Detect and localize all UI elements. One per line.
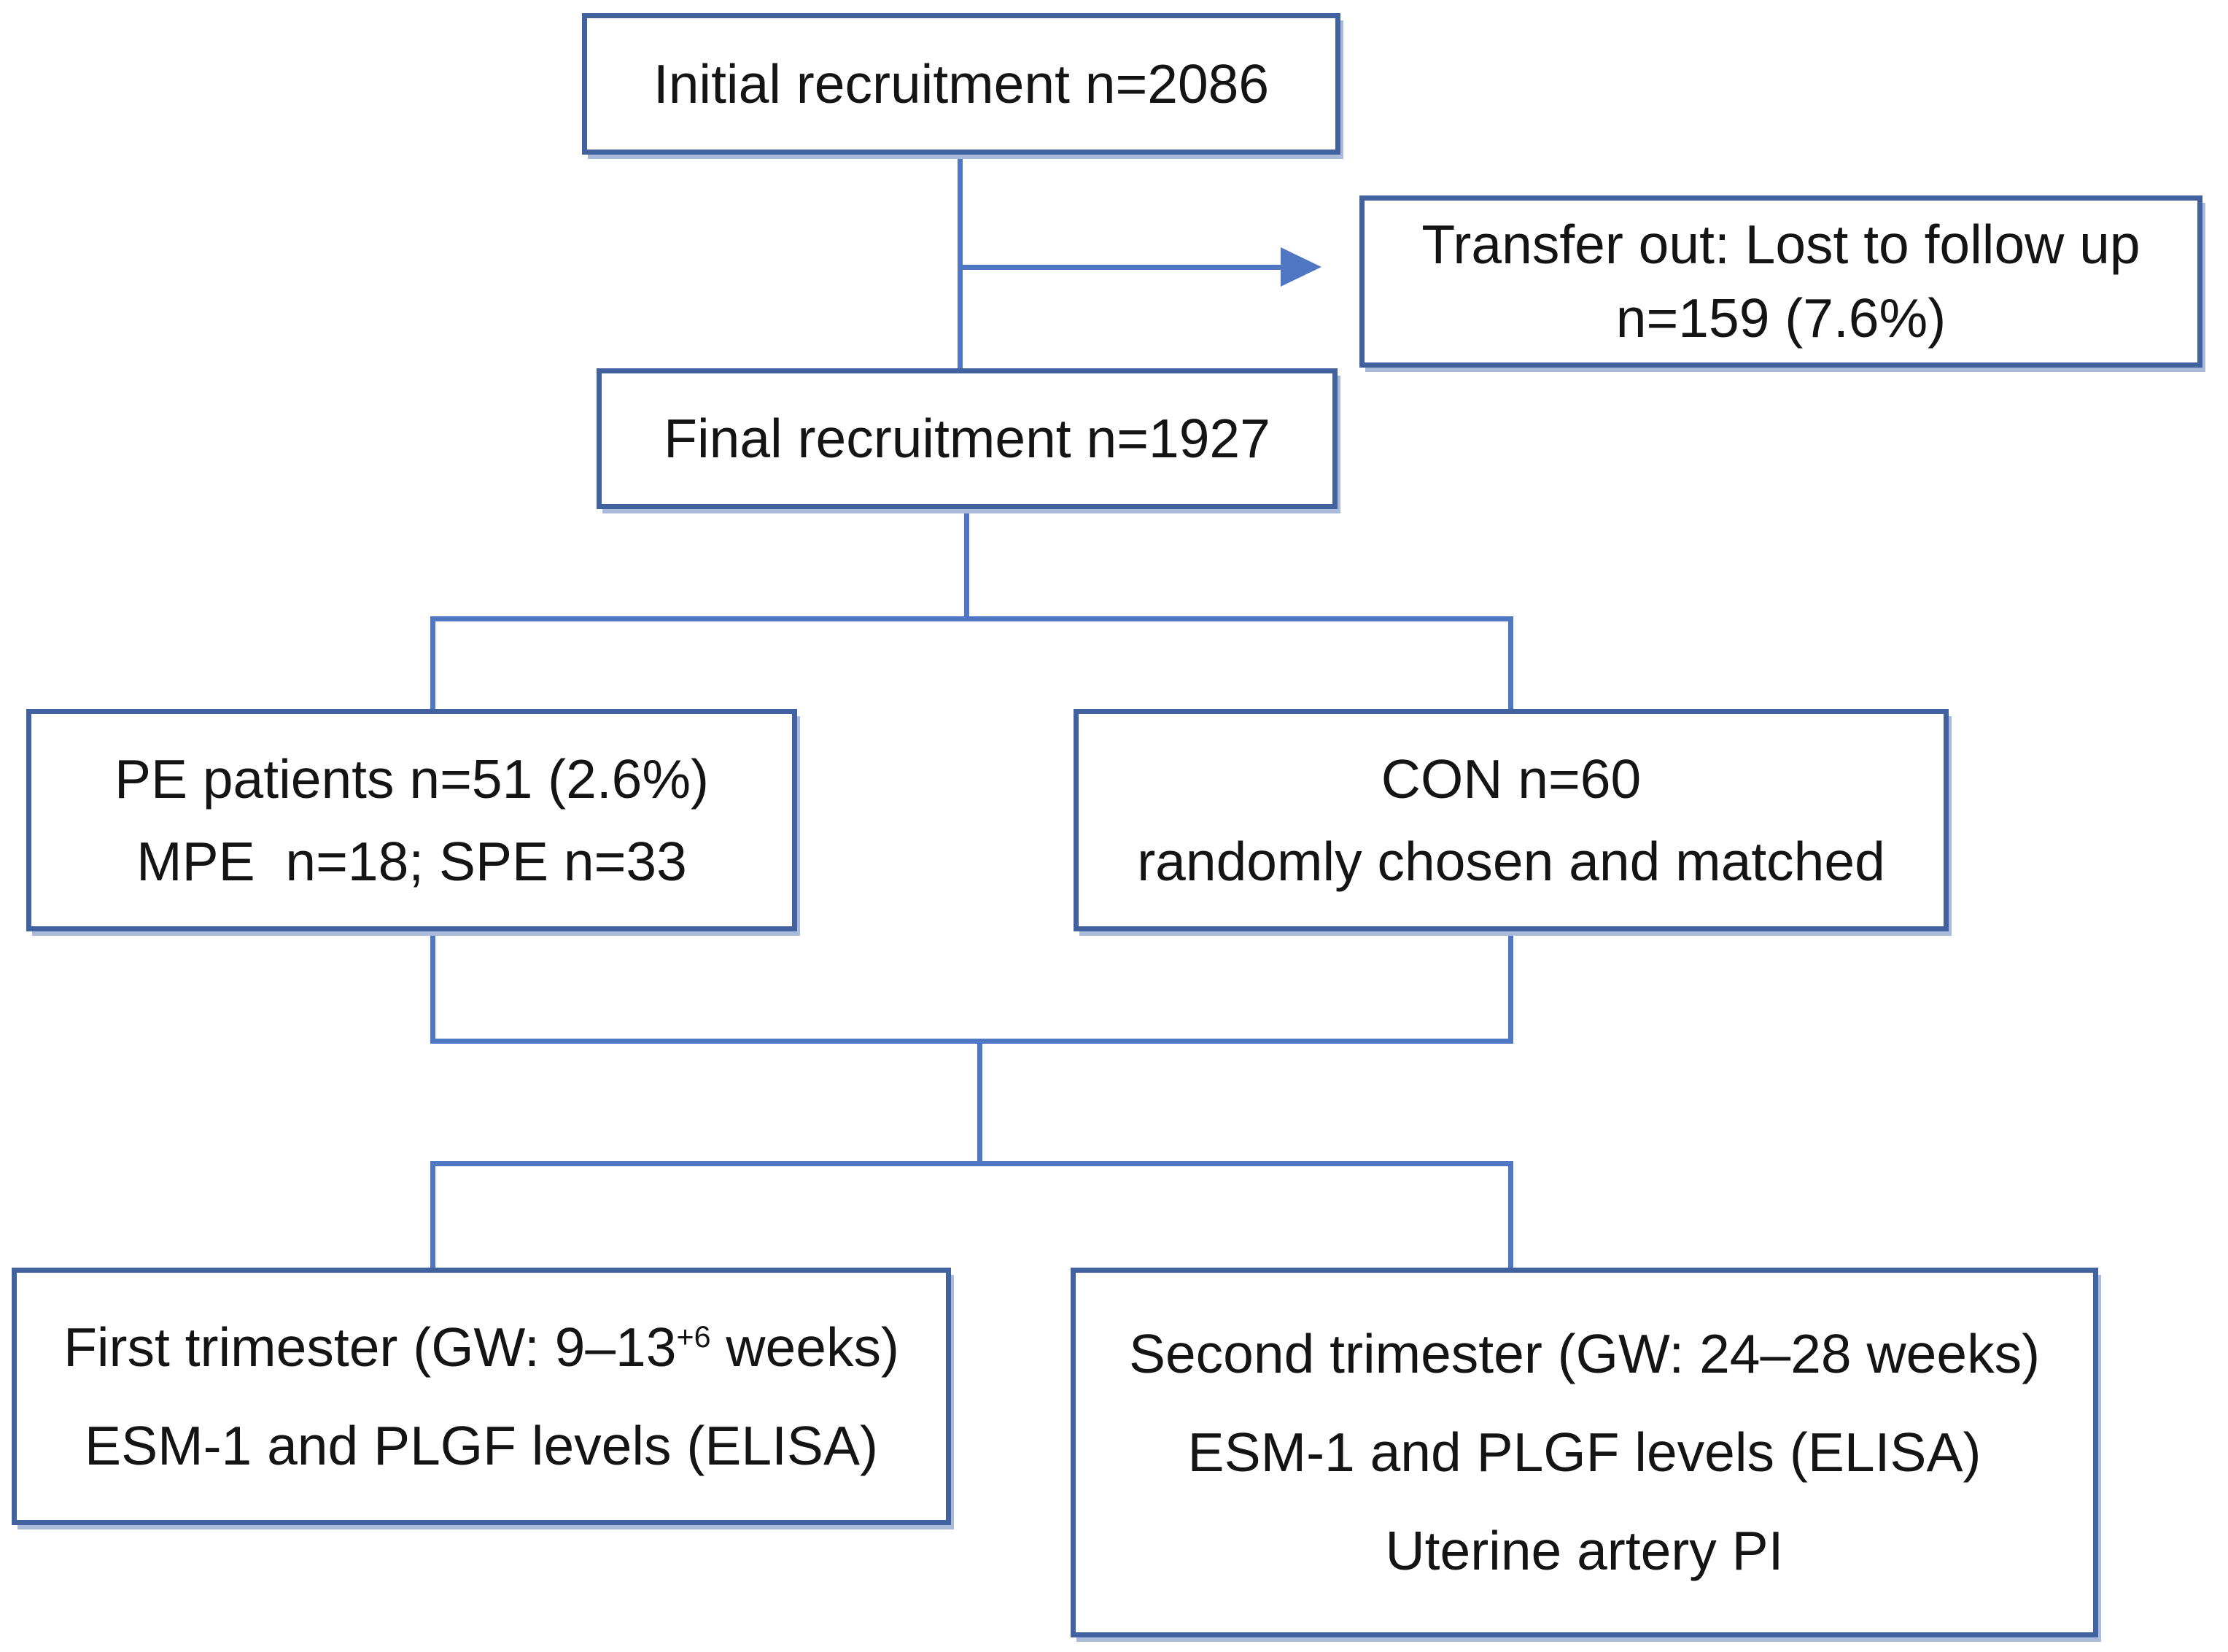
merge-line-groups xyxy=(430,1039,1513,1044)
arrow-to-transfer-head-icon xyxy=(1281,247,1321,287)
control-group-text-line1: CON n=60 xyxy=(1381,748,1642,810)
transfer-out-text-line1: Transfer out: Lost to follow up xyxy=(1421,213,2140,275)
connector-merge-to-split xyxy=(977,1039,982,1164)
node-pe-patients: PE patients n=51 (2.6%) MPE n=18; SPE n=… xyxy=(26,709,797,931)
first-trimester-gw-suffix: weeks) xyxy=(710,1316,899,1378)
first-trimester-text-line2: ESM-1 and PLGF levels (ELISA) xyxy=(85,1414,878,1476)
connector-con-to-merge xyxy=(1508,929,1513,1041)
transfer-out-text-line2: n=159 (7.6%) xyxy=(1615,287,1946,349)
first-trimester-gw-superscript: +6 xyxy=(676,1319,711,1354)
node-second-trimester: Second trimester (GW: 24–28 weeks) ESM-1… xyxy=(1071,1268,2098,1637)
connector-pe-to-merge xyxy=(430,929,435,1041)
node-initial-recruitment: Initial recruitment n=2086 xyxy=(582,13,1340,155)
arrow-to-transfer-shaft xyxy=(960,265,1284,270)
second-trimester-text-line3: Uterine artery PI xyxy=(1385,1520,1784,1581)
connector-split-to-second-trimester xyxy=(1508,1161,1513,1270)
initial-recruitment-text: Initial recruitment n=2086 xyxy=(653,53,1270,115)
connector-split-to-pe xyxy=(430,616,435,711)
node-final-recruitment: Final recruitment n=1927 xyxy=(597,368,1338,509)
pe-patients-text-line1: PE patients n=51 (2.6%) xyxy=(114,748,710,810)
second-trimester-text-line2: ESM-1 and PLGF levels (ELISA) xyxy=(1187,1422,1981,1483)
final-recruitment-text: Final recruitment n=1927 xyxy=(664,408,1270,470)
connector-initial-to-final xyxy=(958,155,963,371)
connector-split-to-con xyxy=(1508,616,1513,711)
split-line-trimesters xyxy=(430,1161,1513,1166)
control-group-text-line2: randomly chosen and matched xyxy=(1137,830,1885,892)
pe-patients-text-line2: MPE n=18; SPE n=33 xyxy=(136,830,687,892)
second-trimester-text-line1: Second trimester (GW: 24–28 weeks) xyxy=(1128,1323,2041,1384)
first-trimester-gw-range: First trimester (GW: 9–13 xyxy=(63,1316,677,1378)
connector-final-to-split xyxy=(964,507,969,621)
first-trimester-text-line1: First trimester (GW: 9–13+6 weeks) xyxy=(63,1298,899,1397)
split-line-final-to-groups xyxy=(430,616,1513,621)
node-control-group: CON n=60 randomly chosen and matched xyxy=(1074,709,1949,931)
node-transfer-out: Transfer out: Lost to follow up n=159 (7… xyxy=(1359,195,2202,368)
connector-split-to-first-trimester xyxy=(430,1161,435,1270)
node-first-trimester: First trimester (GW: 9–13+6 weeks) ESM-1… xyxy=(12,1268,951,1525)
